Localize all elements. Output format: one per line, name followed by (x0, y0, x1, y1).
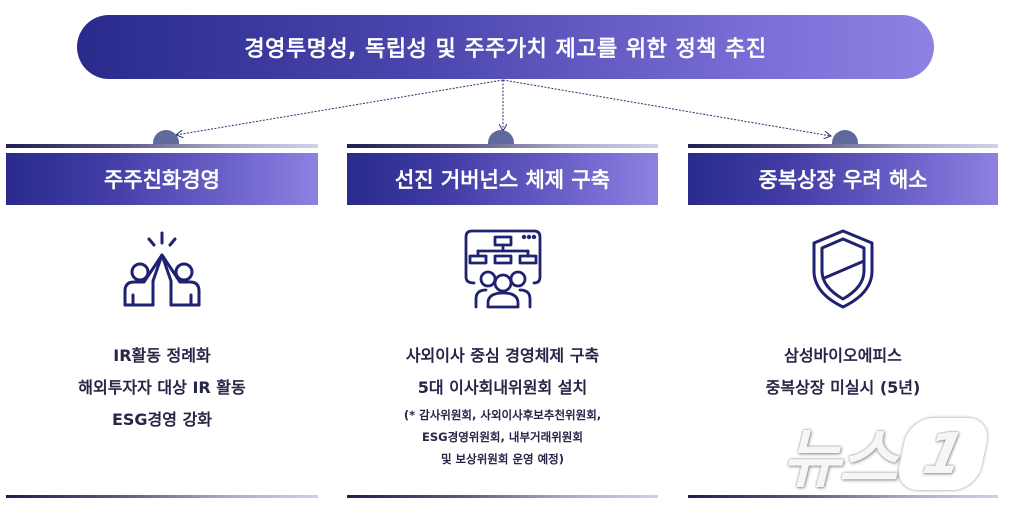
body-note: ESG경영위원회, 내부거래위원회 (422, 430, 583, 444)
body-line: ESG경영 강화 (111, 410, 213, 429)
body-line: 5대 이사회내위원회 설치 (417, 378, 588, 397)
body-note: (* 감사위원회, 사외이사후보추천위원회, (403, 408, 602, 422)
arrow-to-col1 (176, 79, 504, 135)
divider-top (6, 144, 318, 148)
column-header-label: 주주친화경영 (104, 168, 220, 192)
divider-top (347, 144, 658, 148)
title-banner: 경영투명성, 독립성 및 주주가치 제고를 위한 정책 추진 (77, 15, 934, 79)
news1-watermark: 뉴스 1 (782, 415, 1002, 497)
connector-dome (832, 130, 858, 144)
body-note: 및 보상위원회 운영 예정) (440, 452, 565, 466)
column-header: 중복상장 우려 해소 (688, 153, 998, 205)
column-body: IR활동 정례화 해외투자자 대상 IR 활동 ESG경영 강화 (6, 340, 318, 436)
body-line: 삼성바이오에피스 (784, 346, 902, 365)
body-line: 사외이사 중심 경영체제 구축 (405, 346, 600, 365)
divider-bottom (6, 495, 318, 498)
connector-dome (488, 130, 514, 144)
high-five-icon (117, 225, 207, 313)
watermark-logo-mark: 1 (894, 418, 992, 490)
column-body: 사외이사 중심 경영체제 구축 5대 이사회내위원회 설치 (* 감사위원회, … (347, 340, 658, 470)
connector-dome (153, 130, 179, 144)
column-header-label: 선진 거버넌스 체제 구축 (394, 168, 611, 192)
column-header-label: 중복상장 우려 해소 (758, 168, 928, 192)
column-header: 주주친화경영 (6, 153, 318, 205)
column-header: 선진 거버넌스 체제 구축 (347, 153, 658, 205)
column-body: 삼성바이오에피스 중복상장 미실시 (5년) (688, 340, 998, 404)
divider-bottom (347, 495, 658, 498)
watermark-text: 뉴스 (782, 423, 898, 497)
arrow-to-col3 (502, 79, 831, 136)
body-line: 해외투자자 대상 IR 활동 (78, 378, 246, 397)
shield-icon (798, 225, 888, 313)
title-text: 경영투명성, 독립성 및 주주가치 제고를 위한 정책 추진 (244, 37, 767, 62)
divider-bottom (688, 495, 998, 498)
divider-top (688, 144, 998, 148)
body-line: 중복상장 미실시 (5년) (765, 378, 921, 397)
org-chart-people-icon (458, 225, 548, 313)
body-line: IR활동 정례화 (113, 346, 211, 365)
